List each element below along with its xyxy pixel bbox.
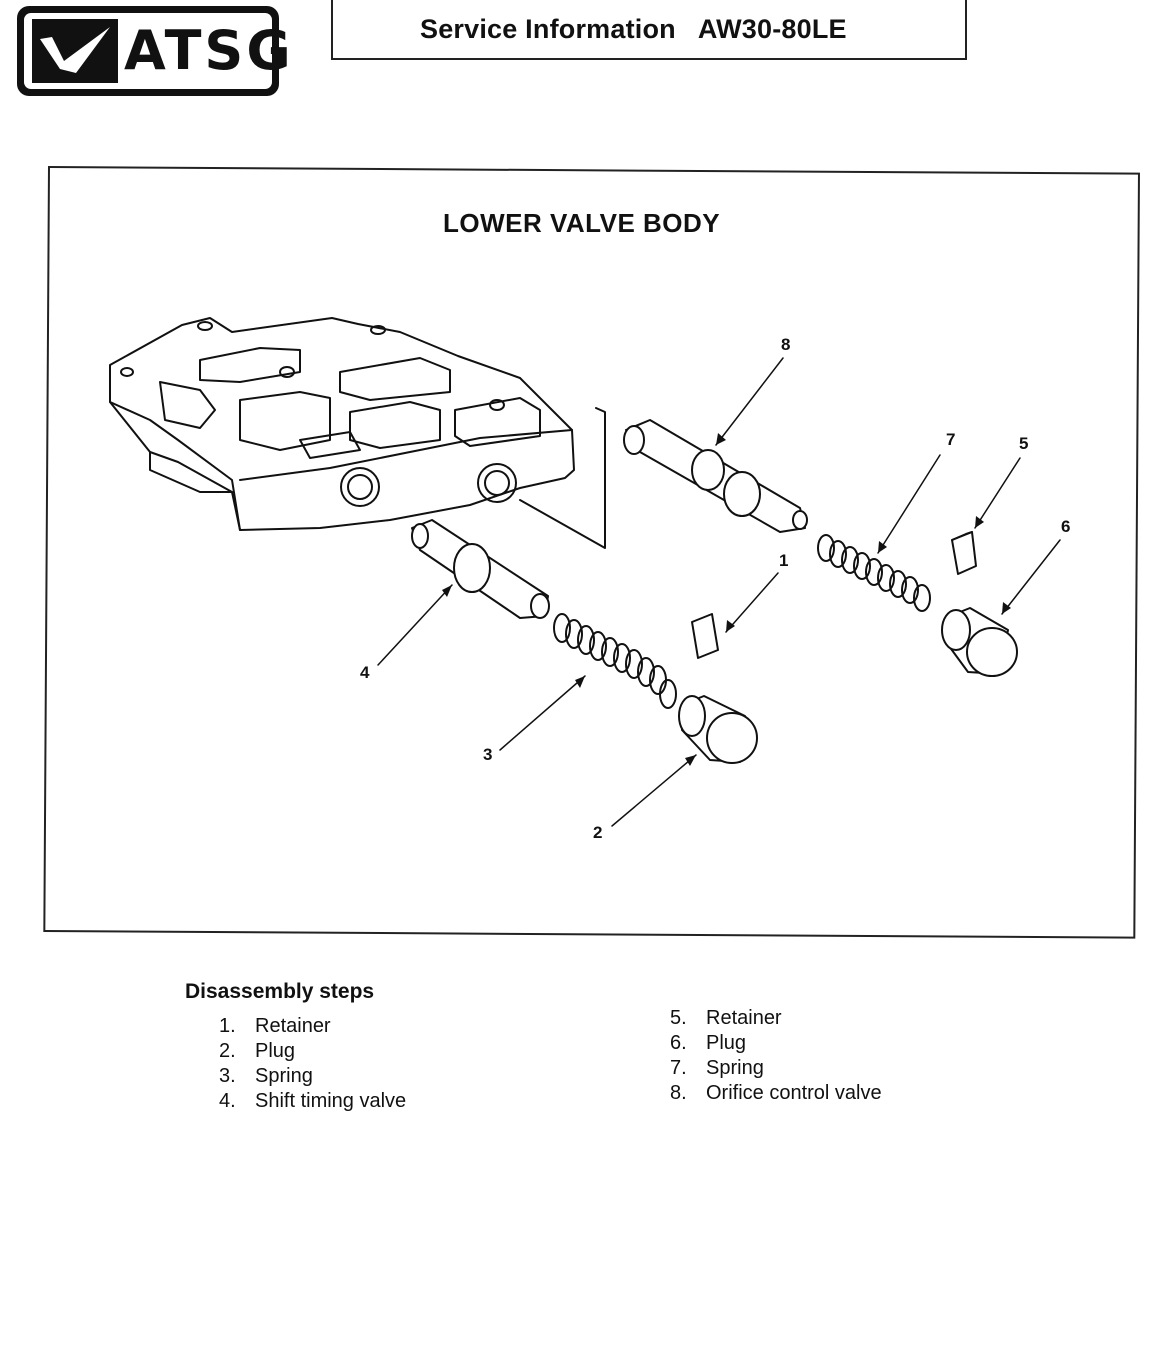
steps-title: Disassembly steps <box>185 980 375 1003</box>
retainer-1 <box>691 613 719 659</box>
step-label: Plug <box>255 1040 296 1062</box>
step-number: 2. <box>219 1040 236 1062</box>
leader-lines <box>377 357 1061 827</box>
list-item: 7. Spring <box>670 1056 882 1081</box>
callout-1: 1 <box>779 551 788 570</box>
step-number: 6. <box>670 1032 687 1054</box>
list-item: 2. Plug <box>219 1039 406 1064</box>
callout-5: 5 <box>1019 434 1028 453</box>
figure-title: LOWER VALVE BODY <box>443 208 721 238</box>
retainer-5 <box>951 531 977 575</box>
list-item: 6. Plug <box>670 1031 882 1056</box>
step-label: Plug <box>706 1032 747 1054</box>
spring-7 <box>817 534 931 612</box>
header-model: AW30-80LE <box>697 14 847 44</box>
step-label: Orifice control valve <box>706 1082 882 1104</box>
step-number: 1. <box>219 1015 236 1037</box>
step-label: Retainer <box>706 1007 782 1029</box>
callout-8: 8 <box>781 335 790 354</box>
atsg-logo: ATSG <box>17 6 291 96</box>
header-box <box>331 0 967 60</box>
checkmark-logo-icon <box>32 19 118 83</box>
step-number: 4. <box>219 1090 236 1112</box>
callout-6: 6 <box>1061 517 1070 536</box>
list-item: 5. Retainer <box>670 1006 882 1031</box>
steps-list-left: 1. Retainer 2. Plug 3. Spring 4. Shift timin… <box>219 1014 406 1114</box>
step-label: Shift timing valve <box>255 1090 407 1112</box>
list-item: 8. Orifice control valve <box>670 1081 882 1106</box>
plug-2 <box>678 695 758 764</box>
header-title: Service Information AW30-80LE <box>420 14 847 45</box>
logo-text: ATSG <box>124 19 294 82</box>
list-item: 1. Retainer <box>219 1014 406 1039</box>
shift-timing-valve <box>411 519 550 619</box>
exploded-view-diagram: 8 7 5 6 1 4 3 2 <box>109 317 1070 842</box>
plug-6 <box>941 607 1018 677</box>
valve-body-casting <box>109 317 606 549</box>
step-label: Spring <box>255 1065 313 1087</box>
steps-list-right: 5. Retainer 6. Plug 7. Spring 8. Orifice con… <box>670 1006 882 1106</box>
step-number: 7. <box>670 1057 687 1079</box>
callout-7: 7 <box>946 430 955 449</box>
callout-4: 4 <box>360 663 370 682</box>
step-label: Retainer <box>255 1015 331 1037</box>
callout-3: 3 <box>483 745 492 764</box>
header-label: Service Information <box>420 14 676 44</box>
leader-arrowheads <box>442 433 1011 766</box>
spring-3 <box>553 613 677 709</box>
callout-2: 2 <box>593 823 602 842</box>
step-number: 3. <box>219 1065 236 1087</box>
step-label: Spring <box>706 1057 764 1079</box>
step-number: 8. <box>670 1082 687 1104</box>
list-item: 3. Spring <box>219 1064 406 1089</box>
step-number: 5. <box>670 1007 687 1029</box>
orifice-control-valve <box>623 419 808 533</box>
list-item: 4. Shift timing valve <box>219 1089 406 1114</box>
